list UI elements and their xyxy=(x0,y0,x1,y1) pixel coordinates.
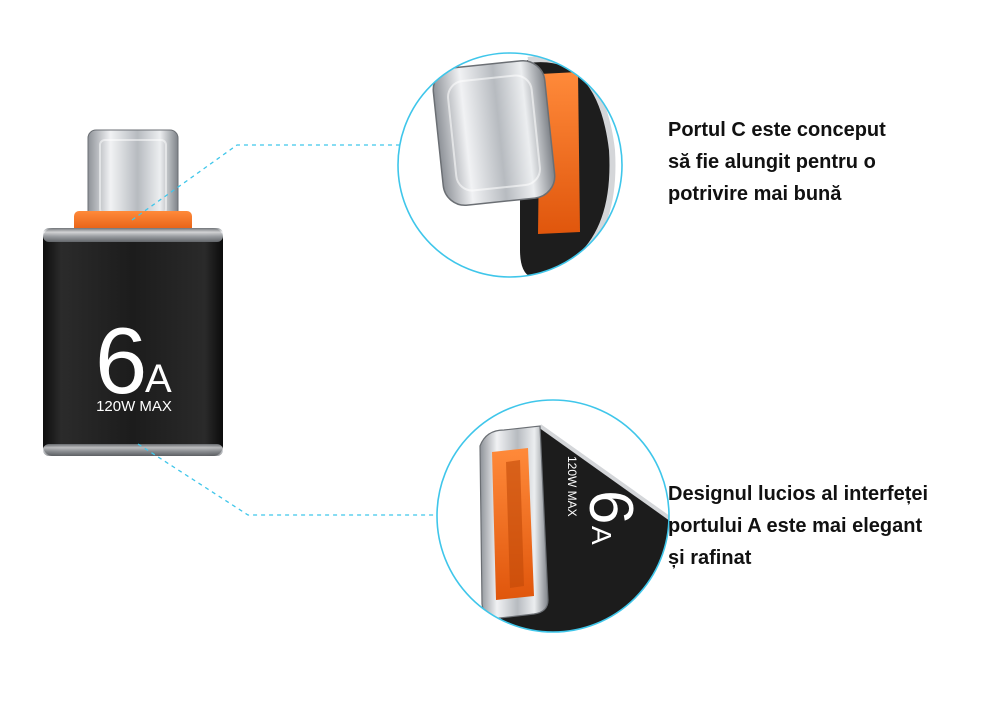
usb-c-plug xyxy=(87,129,179,225)
zoom-big-digit: 6 xyxy=(576,490,645,524)
usb-adapter: 6 A 120W MAX xyxy=(43,129,223,456)
zoom-circle-usb-c xyxy=(397,52,623,278)
adapter-big-letter: A xyxy=(145,357,172,401)
zoom-circle-top-ring xyxy=(397,52,623,278)
caption-usb-a: Designul lucios al interfeței portului A… xyxy=(668,483,929,569)
adapter-body xyxy=(43,228,223,456)
zoom-circle-usb-a: 6 A 120W MAX xyxy=(436,399,670,633)
adapter-rating: 120W MAX xyxy=(96,398,172,415)
callout-line-top xyxy=(131,144,400,221)
zoom-rating: 120W MAX xyxy=(565,456,579,517)
callout-line-bottom xyxy=(137,443,437,516)
zoom-circle-bottom-ring xyxy=(436,399,670,633)
zoom-big-letter: A xyxy=(586,526,617,545)
callout-lines xyxy=(131,144,437,516)
adapter-big-digit: 6 xyxy=(95,308,147,413)
caption-usb-c: Portul C este conceput să fie alungit pe… xyxy=(668,119,886,205)
